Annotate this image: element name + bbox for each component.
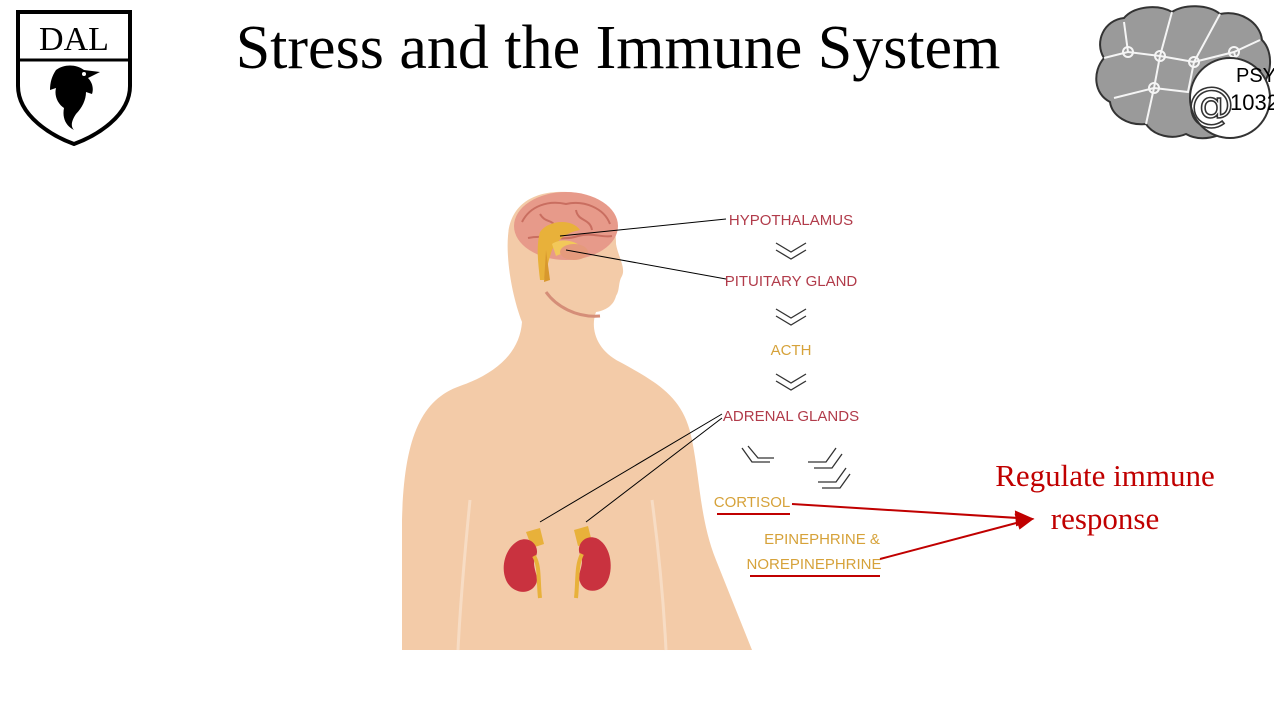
label-epinephrine: EPINEPHRINE & xyxy=(764,531,880,548)
arrow-to-callout xyxy=(791,503,1035,560)
slide-title: Stress and the Immune System xyxy=(235,14,1001,82)
label-norepinephrine: NOREPINEPHRINE xyxy=(746,556,881,573)
label-pituitary-gland: PITUITARY GLAND xyxy=(725,273,858,290)
at-symbol-icon: @ xyxy=(1188,77,1234,131)
body-silhouette xyxy=(402,191,752,650)
dal-shield-logo: DAL xyxy=(16,10,132,146)
brain-icon xyxy=(514,192,618,282)
label-acth: ACTH xyxy=(771,342,812,359)
psyo-brain-logo: @ PSYO 1032 xyxy=(1095,5,1274,140)
callout-regulate-immune-response: Regulate immune response xyxy=(995,458,1215,536)
right-kidney-icon xyxy=(574,526,611,599)
chevron-down-icon xyxy=(775,242,807,260)
dal-logo-text: DAL xyxy=(39,21,109,58)
chevron-down-right-icon xyxy=(808,447,851,489)
label-hypothalamus: HYPOTHALAMUS xyxy=(729,212,853,229)
label-cortisol: CORTISOL xyxy=(714,494,790,511)
label-adrenal-glands: ADRENAL GLANDS xyxy=(723,408,859,425)
left-kidney-icon xyxy=(503,528,544,599)
chevron-down-icon xyxy=(775,308,807,326)
chevron-down-left-icon xyxy=(741,445,774,463)
psyo-logo-line2: 1032 xyxy=(1230,90,1274,115)
psyo-logo-line1: PSYO xyxy=(1236,65,1274,87)
eagle-icon xyxy=(50,65,100,130)
chevron-down-icon xyxy=(775,373,807,391)
